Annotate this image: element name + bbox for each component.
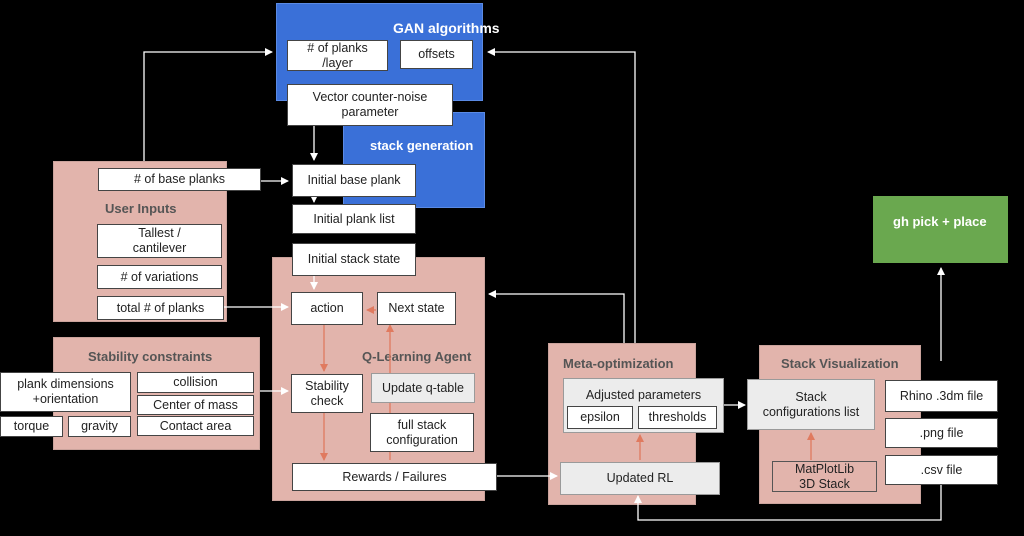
epsilon-box[interactable]: epsilon xyxy=(567,406,633,429)
full-stack-configuration-box[interactable]: full stack configuration xyxy=(370,413,474,452)
gravity-box[interactable]: gravity xyxy=(68,416,131,437)
rewards-failures-box[interactable]: Rewards / Failures xyxy=(292,463,497,491)
next-state-box[interactable]: Next state xyxy=(377,292,456,325)
torque-box[interactable]: torque xyxy=(0,416,63,437)
tallest-cantilever-box[interactable]: Tallest / cantilever xyxy=(97,224,222,258)
meta-to-gan-arrow xyxy=(487,48,636,343)
stack-visualization-title: Stack Visualization xyxy=(781,356,899,371)
meta-optimization-title: Meta-optimization xyxy=(563,356,674,371)
matplotlib-3d-stack-box[interactable]: MatPlotLib 3D Stack xyxy=(772,461,877,492)
initial-stack-state-box[interactable]: Initial stack state xyxy=(292,243,416,276)
contact-area-box[interactable]: Contact area xyxy=(137,416,254,436)
stability-check-box[interactable]: Stability check xyxy=(291,374,363,413)
offsets-box[interactable]: offsets xyxy=(400,40,473,69)
adjusted-parameters-label: Adjusted parameters xyxy=(585,388,702,402)
updated-rl-box[interactable]: Updated RL xyxy=(560,462,720,495)
collision-box[interactable]: collision xyxy=(137,372,254,393)
rhino-3dm-file-box[interactable]: Rhino .3dm file xyxy=(885,380,998,412)
initial-plank-list-box[interactable]: Initial plank list xyxy=(292,204,416,234)
total-planks-box[interactable]: total # of planks xyxy=(97,296,224,320)
update-q-table-box[interactable]: Update q-table xyxy=(371,373,475,403)
meta-to-next-state-arrow xyxy=(488,290,625,343)
user-inputs-title: User Inputs xyxy=(105,201,177,216)
action-box[interactable]: action xyxy=(291,292,363,325)
initial-base-plank-box[interactable]: Initial base plank xyxy=(292,164,416,197)
base-planks-box[interactable]: # of base planks xyxy=(98,168,261,191)
stack-configurations-list-box[interactable]: Stack configurations list xyxy=(747,379,875,430)
plank-dimensions-box[interactable]: plank dimensions +orientation xyxy=(0,372,131,412)
q-learning-agent-title: Q-Learning Agent xyxy=(362,349,472,364)
stability-constraints-title: Stability constraints xyxy=(88,349,213,364)
gh-pick-place-title: gh pick + place xyxy=(893,214,987,229)
thresholds-box[interactable]: thresholds xyxy=(638,406,717,429)
gh-pick-place-region xyxy=(873,196,1008,263)
vector-counter-noise-box[interactable]: Vector counter-noise parameter xyxy=(287,84,453,126)
base-planks-to-gan-arrow xyxy=(143,48,273,161)
variations-box[interactable]: # of variations xyxy=(97,265,222,289)
png-file-box[interactable]: .png file xyxy=(885,418,998,448)
planks-per-layer-box[interactable]: # of planks /layer xyxy=(287,40,388,71)
gan-algorithms-title: GAN algorithms xyxy=(393,20,500,36)
csv-file-box[interactable]: .csv file xyxy=(885,455,998,485)
stack-generation-title: stack generation xyxy=(370,138,474,153)
center-of-mass-box[interactable]: Center of mass xyxy=(137,395,254,415)
